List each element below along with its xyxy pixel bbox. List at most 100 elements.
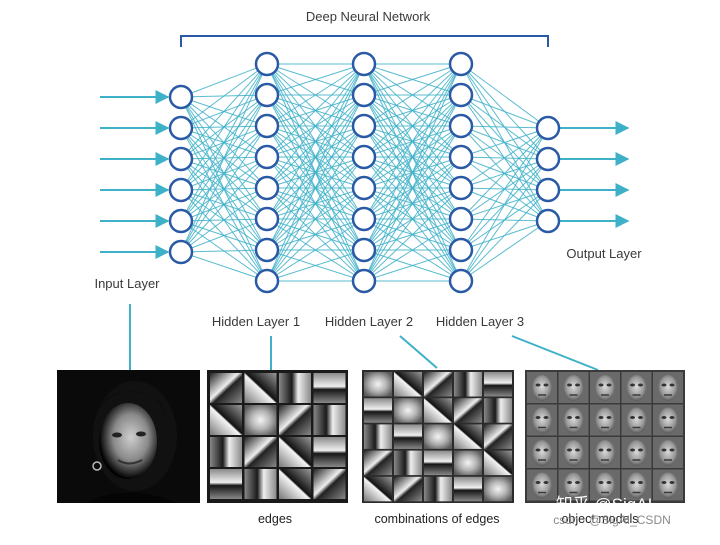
edge-filter-tile bbox=[313, 405, 346, 435]
edge-filter-tile bbox=[313, 469, 346, 499]
connection-edge bbox=[460, 158, 549, 282]
connection-edge bbox=[460, 127, 549, 189]
connection-edge bbox=[266, 218, 365, 282]
hidden-1-node bbox=[254, 82, 280, 108]
hidden-3-node bbox=[448, 206, 474, 232]
hidden-1-node bbox=[254, 237, 280, 263]
hidden-3-node bbox=[448, 113, 474, 139]
input-node bbox=[168, 115, 194, 141]
combination-filter-tile bbox=[364, 476, 392, 502]
connection-edge bbox=[460, 127, 549, 251]
edge-filter-tile bbox=[313, 437, 346, 467]
object-model-tile bbox=[653, 469, 683, 501]
combination-filter-tile bbox=[424, 398, 452, 423]
object-model-tile bbox=[558, 437, 589, 468]
input-node bbox=[168, 177, 194, 203]
input-node bbox=[168, 146, 194, 172]
connection-edge bbox=[266, 187, 365, 282]
hidden-layer-2-label: Hidden Layer 2 bbox=[325, 314, 413, 329]
object-model-tile bbox=[590, 404, 620, 436]
edge-filter-tile bbox=[210, 405, 242, 435]
hidden-2-node bbox=[351, 113, 377, 139]
edge-filter-tile bbox=[279, 373, 311, 403]
connection-edge bbox=[266, 156, 365, 282]
combination-filter-tile bbox=[454, 372, 482, 397]
connection-edge bbox=[363, 63, 462, 96]
hidden-3-node bbox=[448, 237, 474, 263]
watermark-text: 知乎 @SigAI bbox=[556, 495, 653, 514]
watermark-sub: csdn · @SigAI_CSDN bbox=[553, 513, 671, 527]
hidden-3-node bbox=[448, 144, 474, 170]
portrait-face bbox=[99, 403, 157, 479]
diagram-title: Deep Neural Network bbox=[306, 9, 431, 24]
hidden-1-node bbox=[254, 113, 280, 139]
input-node bbox=[168, 239, 194, 265]
connection-edge bbox=[180, 63, 268, 191]
edge-filter-tile bbox=[313, 373, 346, 403]
combination-filter-tile bbox=[454, 450, 482, 476]
connection-edge bbox=[363, 94, 462, 282]
hidden-layer-1-label: Hidden Layer 1 bbox=[212, 314, 300, 329]
connection-edge bbox=[363, 125, 462, 282]
network-nodes bbox=[168, 51, 561, 294]
object-models-panel bbox=[525, 370, 685, 503]
object-model-tile bbox=[558, 404, 589, 436]
combination-filter-tile bbox=[394, 450, 422, 476]
edge-filter-tile bbox=[210, 469, 242, 499]
connection-edge bbox=[180, 63, 268, 160]
edge-filter-tile bbox=[210, 373, 242, 403]
hidden-1-node bbox=[254, 175, 280, 201]
edges-feature-panel bbox=[207, 370, 348, 503]
combination-filter-tile bbox=[424, 450, 452, 476]
connection-edge bbox=[266, 63, 365, 282]
connection-edge bbox=[266, 249, 365, 282]
hidden-2-node bbox=[351, 206, 377, 232]
object-model-tile bbox=[621, 372, 652, 403]
combination-filter-tile bbox=[424, 476, 452, 502]
combination-filter-tile bbox=[424, 372, 452, 397]
hidden-1-node bbox=[254, 206, 280, 232]
connection-edge bbox=[363, 63, 462, 251]
connection-edge bbox=[460, 127, 549, 282]
connection-edge bbox=[266, 63, 365, 96]
object-model-tile bbox=[590, 437, 620, 468]
combination-filter-tile bbox=[484, 450, 512, 476]
connection-edge bbox=[460, 127, 549, 220]
connection-edge bbox=[180, 94, 268, 253]
edge-filter-tile bbox=[279, 469, 311, 499]
object-model-tile bbox=[527, 372, 557, 403]
connection-edge bbox=[460, 189, 549, 282]
input-node bbox=[168, 208, 194, 234]
hidden-3-node bbox=[448, 175, 474, 201]
connection-edge bbox=[180, 125, 268, 253]
output-node bbox=[535, 146, 561, 172]
connection-edge bbox=[460, 94, 549, 129]
output-node bbox=[535, 115, 561, 141]
combinations-caption: combinations of edges bbox=[374, 512, 499, 526]
panel-pointers bbox=[129, 304, 599, 371]
edge-filter-tile bbox=[244, 437, 277, 467]
combination-filter-tile bbox=[484, 398, 512, 423]
connection-edge bbox=[460, 127, 549, 158]
combination-filter-tile bbox=[364, 372, 392, 397]
connection-edge bbox=[363, 249, 462, 282]
connection-edge bbox=[363, 63, 462, 282]
edge-filter-tile bbox=[244, 469, 277, 499]
connection-edge bbox=[363, 63, 462, 189]
combination-filter-tile bbox=[394, 424, 422, 449]
object-model-tile bbox=[621, 404, 652, 436]
combination-filter-tile bbox=[484, 372, 512, 397]
combination-filter-tile bbox=[484, 476, 512, 502]
connection-edges bbox=[180, 63, 549, 282]
connection-edge bbox=[180, 63, 268, 129]
object-model-tile bbox=[590, 469, 620, 501]
edges-caption: edges bbox=[258, 512, 292, 526]
connection-edge bbox=[460, 125, 549, 129]
combination-filter-tile bbox=[394, 398, 422, 423]
connection-edge bbox=[363, 218, 462, 282]
connection-edge bbox=[460, 220, 549, 282]
object-model-tile bbox=[527, 404, 557, 436]
hidden-2-node bbox=[351, 175, 377, 201]
